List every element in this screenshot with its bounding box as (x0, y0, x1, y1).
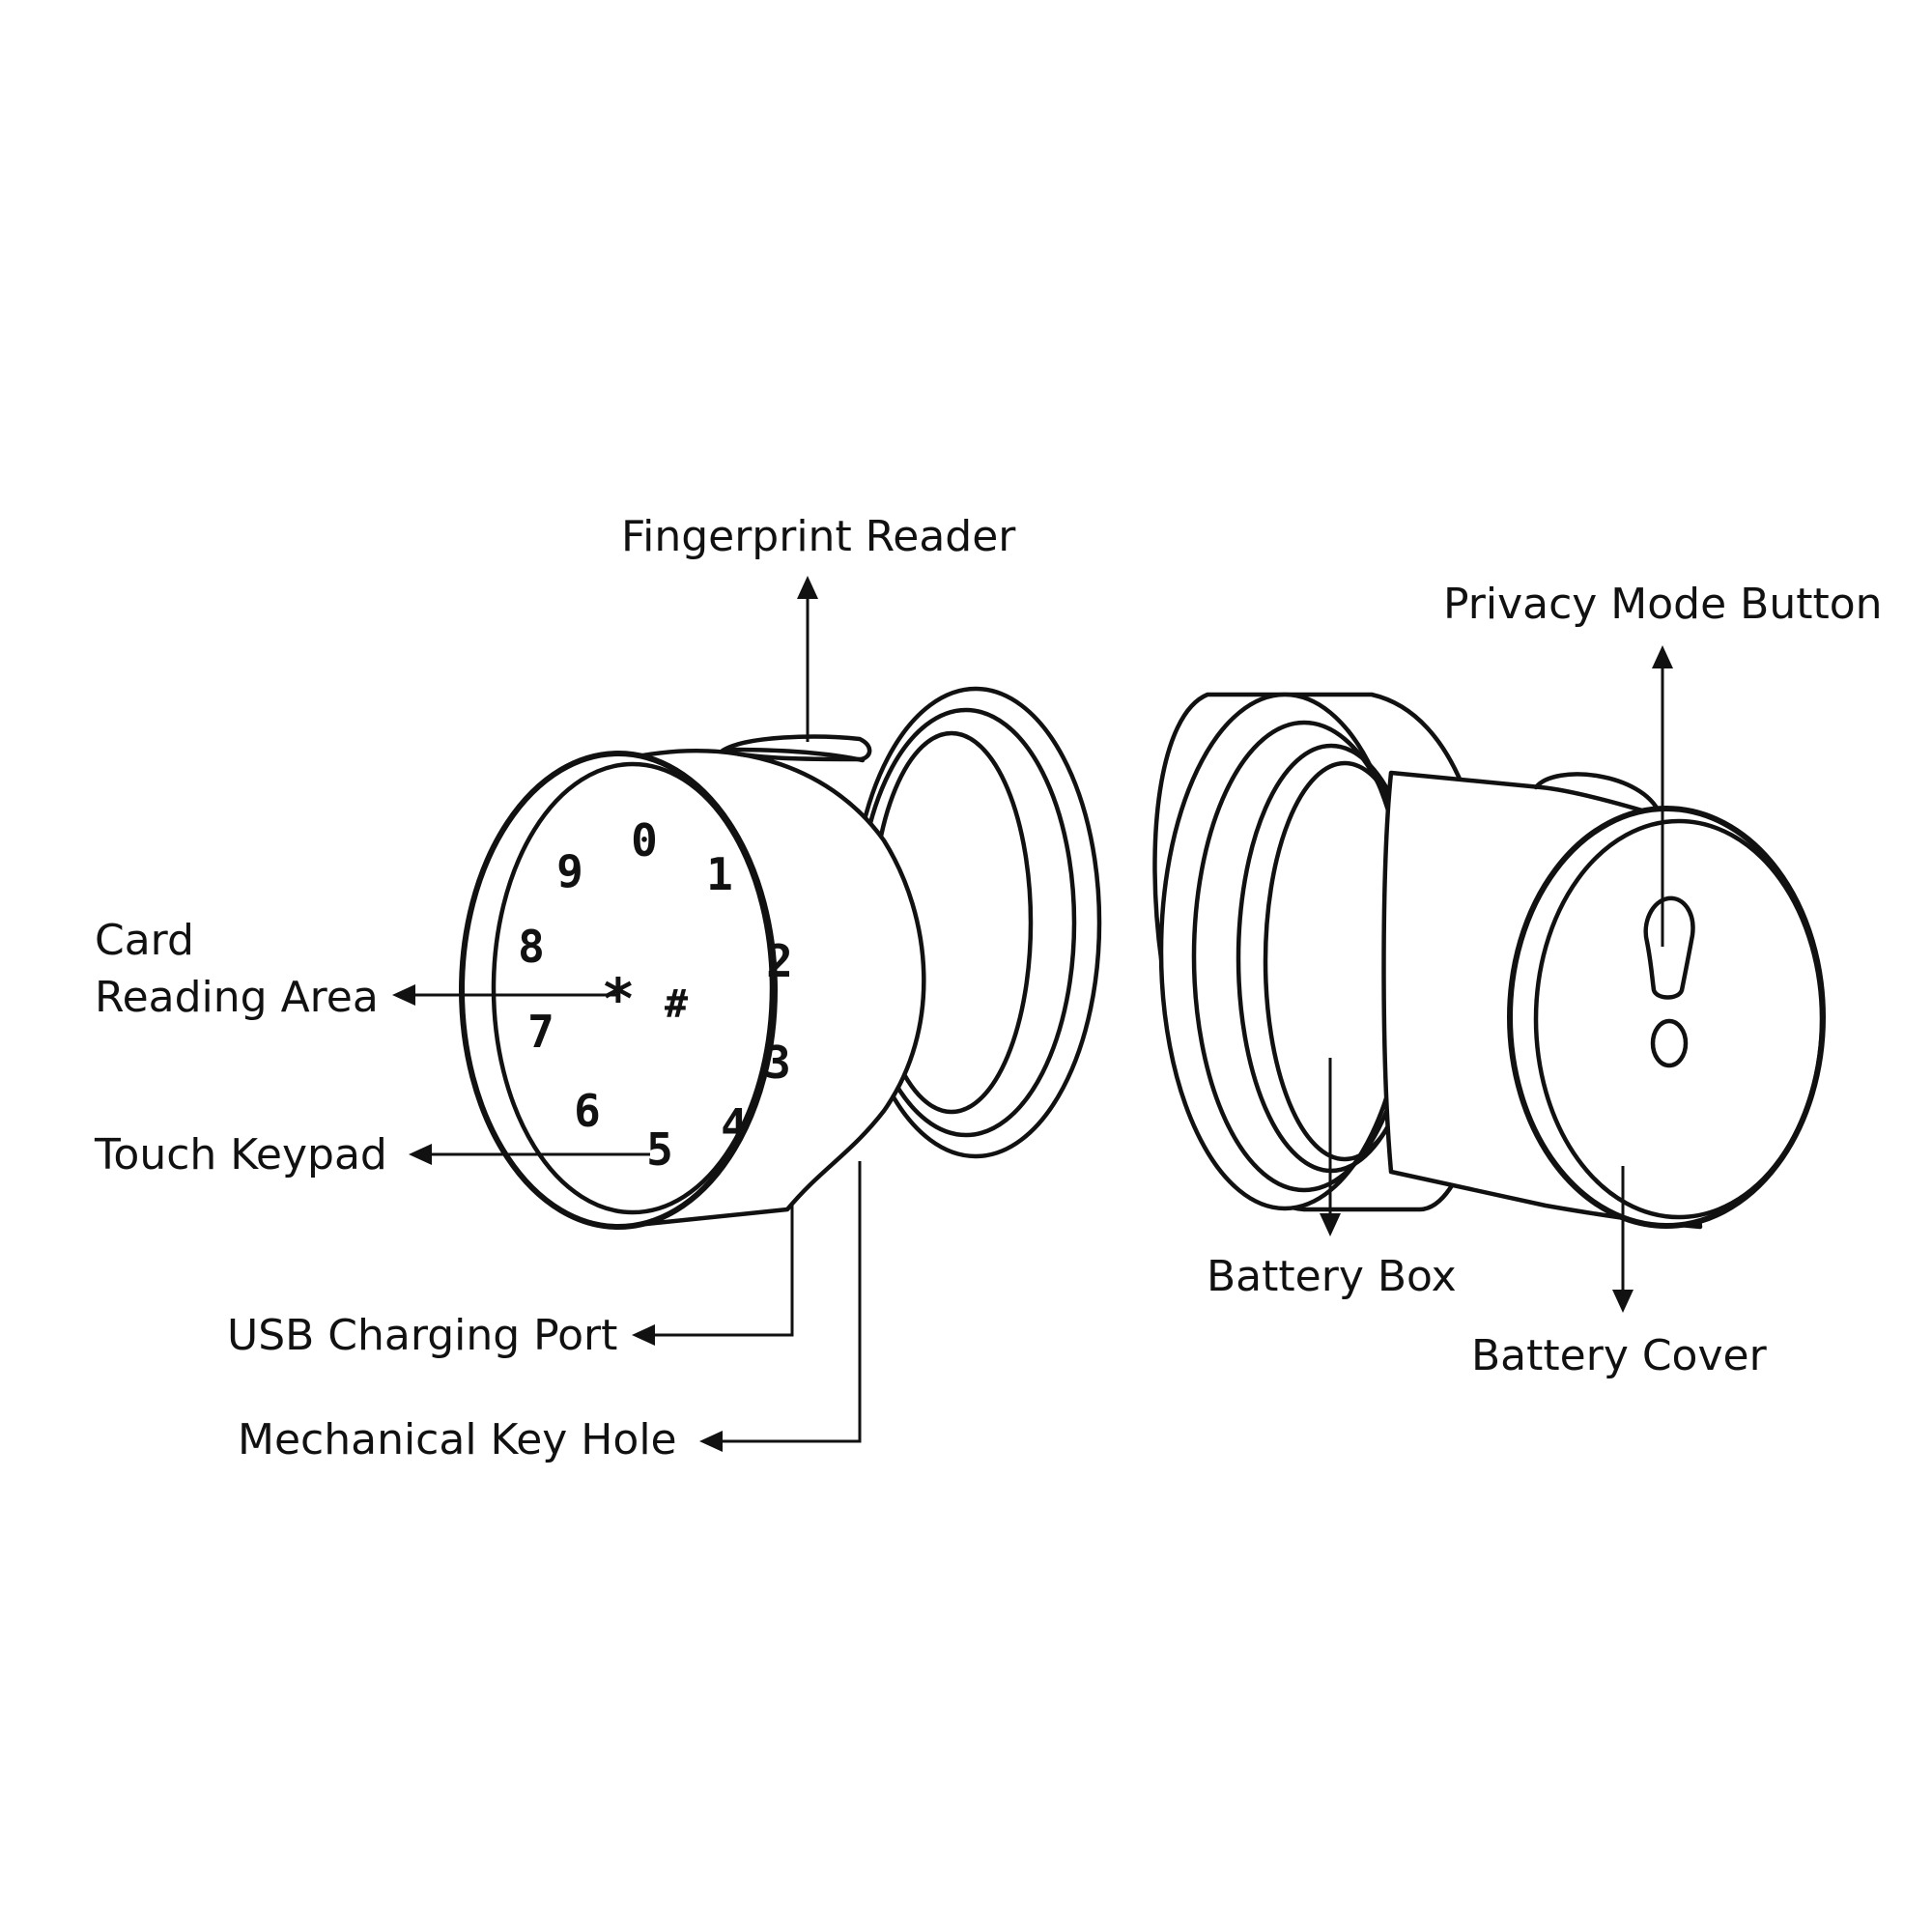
key-4: 4 (721, 1099, 748, 1151)
key-1: 1 (706, 848, 733, 900)
key-hole-leader (721, 1161, 862, 1443)
label-mechanical-key-hole: Mechanical Key Hole (238, 1415, 677, 1464)
label-privacy-mode-button: Privacy Mode Button (1443, 580, 1883, 629)
front-knob: 0 1 2 3 4 5 6 7 8 9 * # (459, 686, 1102, 1230)
battery-box-arrow (1320, 1213, 1341, 1236)
keypad-face-outer (459, 751, 778, 1230)
label-battery-box: Battery Box (1207, 1252, 1457, 1301)
callout-labels: Fingerprint Reader Privacy Mode Button C… (94, 512, 1883, 1464)
touch-keypad-arrow (409, 1144, 432, 1165)
fingerprint-reader-lip (722, 747, 866, 763)
privacy-mode-button (1643, 895, 1695, 1000)
battery-cover-arrow (1612, 1290, 1634, 1313)
label-touch-keypad: Touch Keypad (94, 1130, 387, 1179)
key-star: * (602, 966, 636, 1032)
privacy-indicator-hole (1650, 1018, 1689, 1068)
label-fingerprint-reader: Fingerprint Reader (621, 512, 1016, 561)
key-9: 9 (556, 845, 583, 897)
label-battery-cover: Battery Cover (1471, 1331, 1768, 1380)
key-2: 2 (766, 935, 793, 987)
fingerprint-arrow (797, 576, 818, 599)
back-knob (1152, 692, 1826, 1230)
key-hash: # (665, 982, 688, 1027)
key-8: 8 (518, 921, 545, 973)
battery-box-shoulder (1533, 772, 1662, 816)
usb-port-arrow (632, 1324, 655, 1346)
privacy-button-arrow (1652, 645, 1673, 668)
keypad-face-inner (491, 761, 775, 1215)
callout-leaders (392, 576, 1673, 1452)
usb-port-leader (653, 1204, 794, 1337)
touch-keypad: 0 1 2 3 4 5 6 7 8 9 * # (518, 814, 793, 1176)
card-area-arrow (392, 984, 415, 1006)
label-card-line1: Card (95, 916, 194, 965)
key-5: 5 (646, 1123, 673, 1176)
key-6: 6 (574, 1085, 601, 1137)
key-7: 7 (527, 1006, 554, 1058)
label-usb-charging-port: USB Charging Port (227, 1311, 617, 1360)
battery-cover-inner (1533, 818, 1825, 1220)
key-3: 3 (764, 1037, 791, 1089)
label-card-line2: Reading Area (95, 973, 379, 1022)
key-hole-arrow (699, 1431, 723, 1452)
key-0: 0 (631, 814, 658, 867)
